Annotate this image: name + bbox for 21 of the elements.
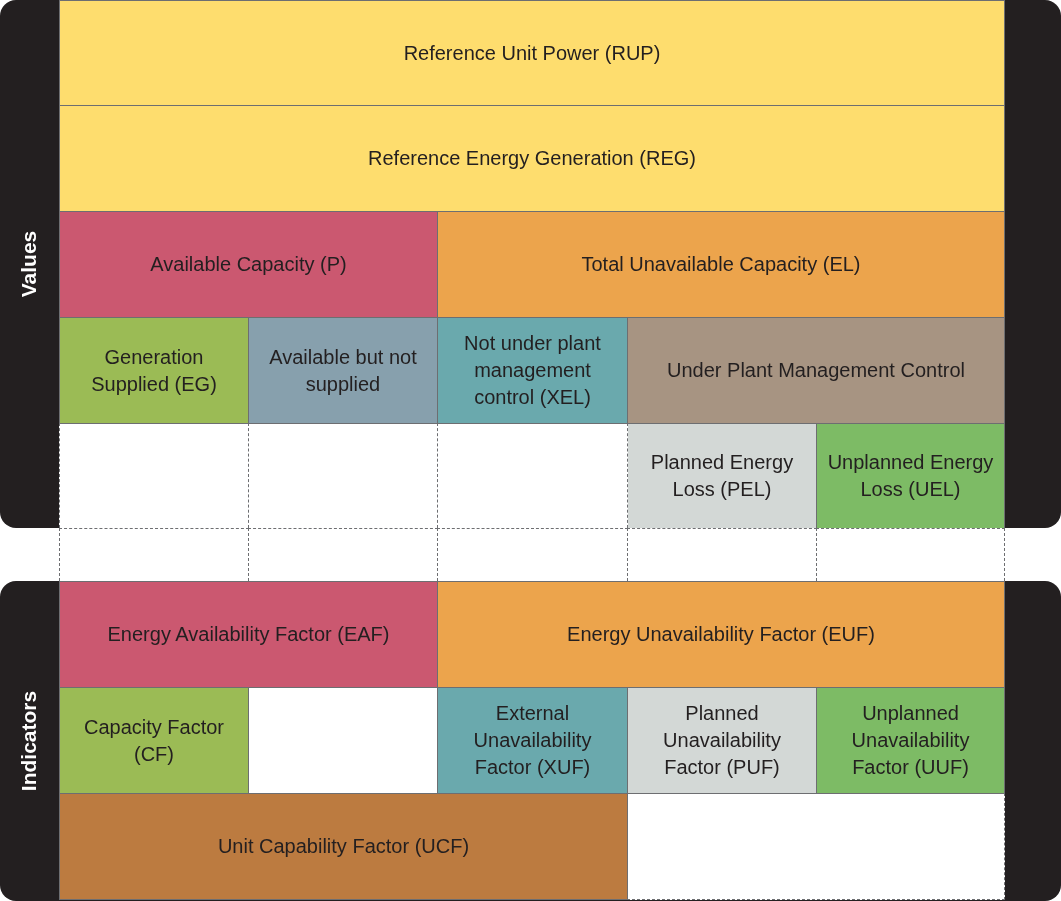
table-cell: Generation Supplied (EG) — [59, 317, 249, 424]
indicators-panel — [0, 581, 1061, 901]
table-cell: Not under plant management control (XEL) — [437, 317, 628, 424]
table-cell: Reference Energy Generation (REG) — [59, 105, 1005, 212]
table-cell: Energy Availability Factor (EAF) — [59, 581, 438, 688]
values-panel — [0, 0, 1061, 528]
table-cell: Planned Energy Loss (PEL) — [627, 423, 817, 529]
panel-label: Values — [17, 230, 41, 298]
table-cell: Capacity Factor (CF) — [59, 687, 249, 794]
table-cell: Unplanned Energy Loss (UEL) — [816, 423, 1005, 529]
panel-label: Indicators — [17, 690, 41, 792]
table-cell: Available but not supplied — [248, 317, 438, 424]
table-cell: Available Capacity (P) — [59, 211, 438, 318]
table-cell: External Unavailability Factor (XUF) — [437, 687, 628, 794]
table-cell: Total Unavailable Capacity (EL) — [437, 211, 1005, 318]
table-cell: Under Plant Management Control — [627, 317, 1005, 424]
table-cell: Unplanned Unavailability Factor (UUF) — [816, 687, 1005, 794]
table-cell: Planned Unavailability Factor (PUF) — [627, 687, 817, 794]
table-cell: Reference Unit Power (RUP) — [59, 0, 1005, 106]
table-cell: Unit Capability Factor (UCF) — [59, 793, 628, 900]
table-cell: Energy Unavailability Factor (EUF) — [437, 581, 1005, 688]
